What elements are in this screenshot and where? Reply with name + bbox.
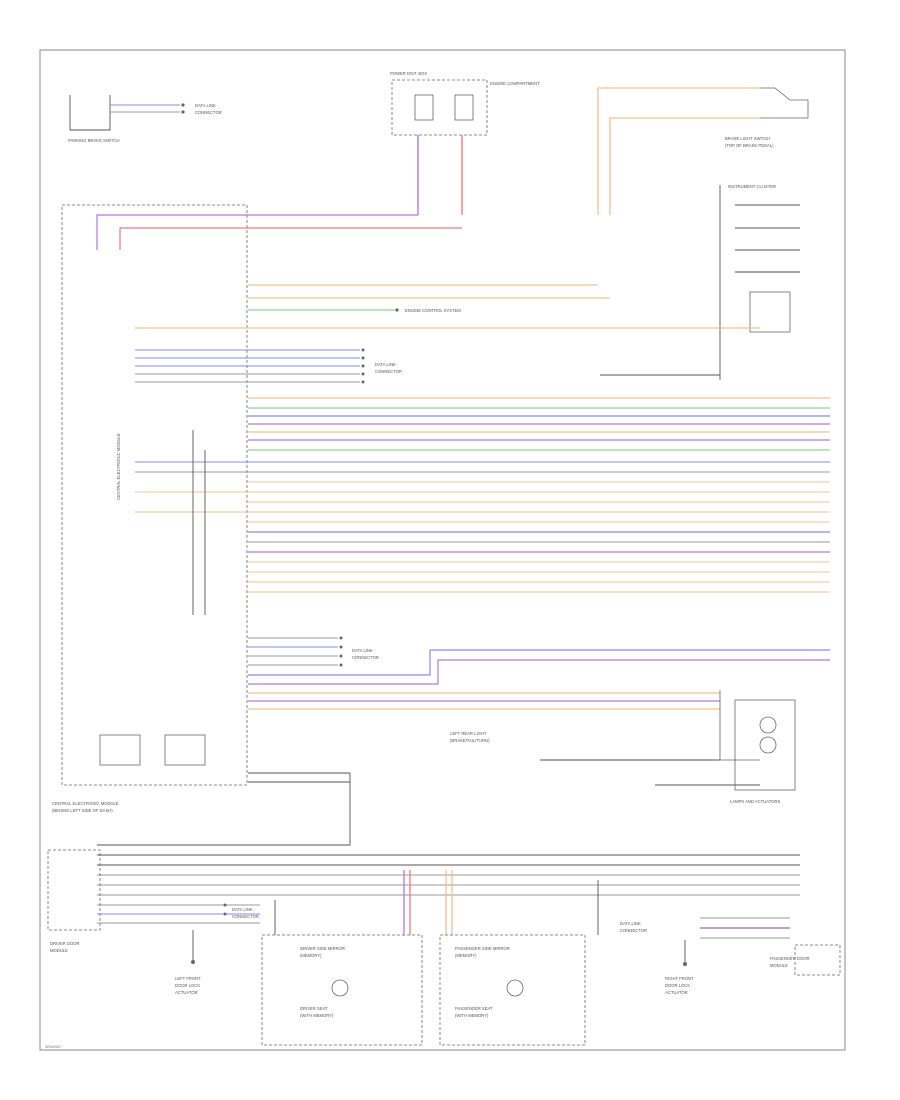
data-link-mid-label-1: DATA LINK — [375, 362, 396, 367]
right-door-module: DATA LINK CONNECTOR RIGHT FRONT DOOR LOC… — [597, 880, 841, 995]
park-brake-switch: DATA LINK CONNECTOR PARKING BRAKE SWITCH — [68, 95, 222, 143]
driver-seat-label-2: (WITH MEMORY) — [300, 1013, 334, 1018]
page-code: W000000 — [45, 1045, 60, 1049]
park-brake-switch-label: PARKING BRAKE SWITCH — [68, 138, 120, 143]
driver-seat-label-1: DRIVER SEAT — [300, 1006, 328, 1011]
passenger-seat-label-2: (WITH MEMORY) — [455, 1013, 489, 1018]
door-module-right-label-2: MODULE — [770, 963, 788, 968]
bottom-bus: DRIVER DOOR MODULE DATA LINK CONNECTOR — [47, 849, 800, 953]
data-link-group-mid: DATA LINK CONNECTOR — [135, 348, 720, 384]
mirror-passenger-label-1: PASSENGER SIDE MIRROR — [455, 946, 510, 951]
main-wire-bus — [135, 397, 830, 615]
bcm-lower-section — [97, 734, 351, 846]
door-module-right-label-1: PASSENGER DOOR — [770, 956, 809, 961]
brake-light-switch-label-2: (TOP OF BRAKE PEDAL) — [725, 143, 774, 148]
brake-light-switch-label-1: BRAKE LIGHT SWITCH — [725, 136, 770, 141]
left-door-label-1: LEFT FRONT — [175, 976, 201, 981]
lamp-group-label: LAMPS AND ACTUATORS — [730, 799, 781, 804]
data-link-top-label-2: CONNECTOR — [195, 110, 222, 115]
fuse-block-label-1: POWER DIST. BOX — [390, 71, 427, 76]
engine-control-label: ENGINE CONTROL SYSTEM — [405, 308, 461, 313]
bcm-bottom-label-1: CENTRAL ELECTRONIC MODULE — [52, 801, 119, 806]
brake-light-switch: BRAKE LIGHT SWITCH (TOP OF BRAKE PEDAL) — [597, 87, 809, 215]
bcm-label: CENTRAL ELECTRONIC MODULE — [116, 433, 121, 500]
power-dist-box: POWER DIST. BOX ENGINE COMPARTMENT — [390, 71, 540, 215]
passenger-seat-label-1: PASSENGER SEAT — [455, 1006, 493, 1011]
left-door-actuator: LEFT FRONT DOOR LOCK ACTUATOR — [175, 930, 201, 995]
bcm-module: CENTRAL ELECTRONIC MODULE CENTRAL ELECTR… — [52, 204, 248, 813]
data-link-low-label-2: CONNECTOR — [352, 655, 379, 660]
data-link-bottom-label-1: DATA LINK — [232, 907, 253, 912]
instrument-cluster: INSTRUMENT CLUSTER — [719, 184, 800, 380]
right-door-label-3: ACTUATOR — [665, 990, 688, 995]
data-link-right-label-1: DATA LINK — [620, 921, 641, 926]
driver-mirror: DRIVER SIDE MIRROR (MEMORY) DRIVER SEAT … — [261, 870, 423, 1046]
data-link-low-label-1: DATA LINK — [352, 648, 373, 653]
door-module-left-label-1: DRIVER DOOR — [50, 941, 80, 946]
mirror-driver-label-1: DRIVER SIDE MIRROR — [300, 946, 345, 951]
data-link-bottom-label-2: CONNECTOR — [232, 914, 259, 919]
data-link-mid-label-2: CONNECTOR — [375, 369, 402, 374]
left-door-label-3: ACTUATOR — [175, 990, 198, 995]
fuse-block-label-2: ENGINE COMPARTMENT — [490, 81, 540, 86]
diagram-frame — [39, 49, 846, 1051]
left-rear-light: LEFT REAR LIGHT (BRAKE/TAIL/TURN) LAMPS … — [450, 690, 796, 804]
bcm-bottom-label-2: (BEHIND LEFT SIDE OF DASH) — [52, 808, 113, 813]
instrument-cluster-label: INSTRUMENT CLUSTER — [728, 184, 776, 189]
mirror-driver-label-2: (MEMORY) — [300, 953, 322, 958]
passenger-mirror: PASSENGER SIDE MIRROR (MEMORY) PASSENGER… — [439, 870, 586, 1046]
right-door-label-2: DOOR LOCK — [665, 983, 690, 988]
left-door-label-2: DOOR LOCK — [175, 983, 200, 988]
data-link-top-label-1: DATA LINK — [195, 103, 216, 108]
data-link-group-low: DATA LINK CONNECTOR — [248, 636, 830, 710]
mirror-passenger-label-2: (MEMORY) — [455, 953, 477, 958]
left-rear-light-label-1: LEFT REAR LIGHT — [450, 731, 487, 736]
left-rear-light-label-2: (BRAKE/TAIL/TURN) — [450, 738, 490, 743]
door-module-left-label-2: MODULE — [50, 948, 68, 953]
right-door-label-1: RIGHT FRONT — [665, 976, 694, 981]
bcm-top-wires: ENGINE CONTROL SYSTEM — [96, 214, 760, 329]
data-link-right-label-2: CONNECTOR — [620, 928, 647, 933]
